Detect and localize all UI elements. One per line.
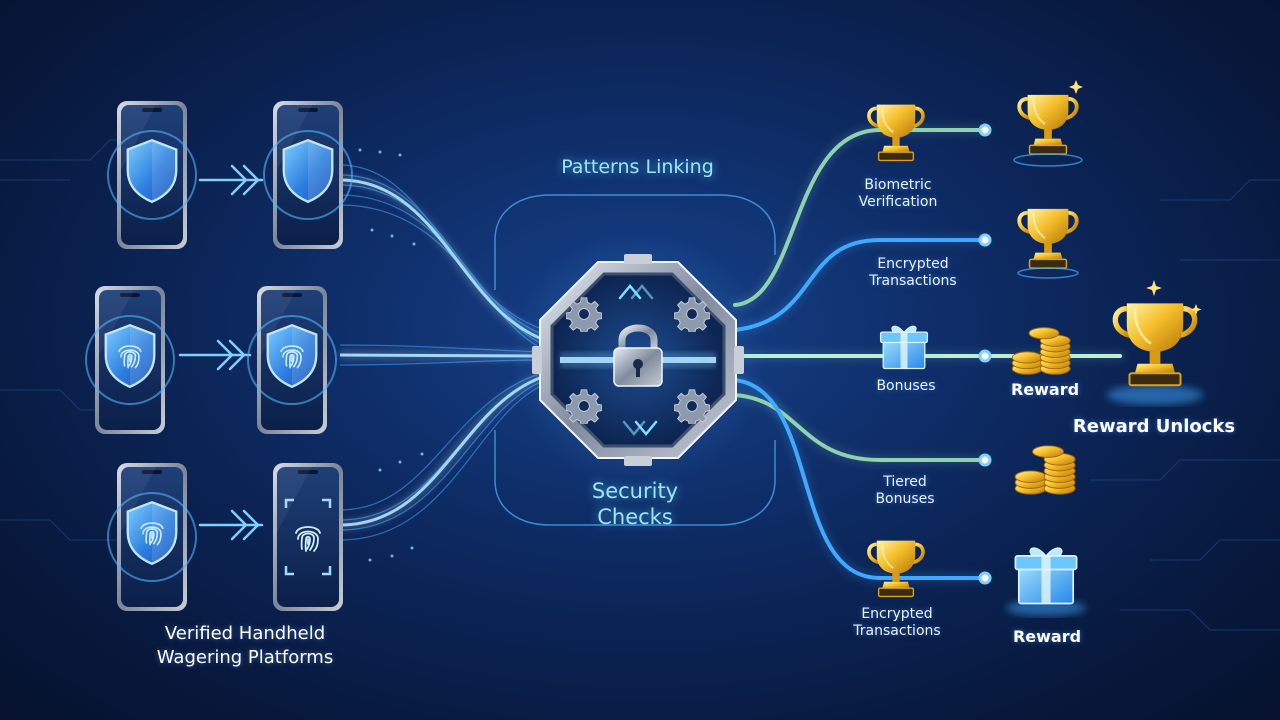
phone-source-3 bbox=[107, 463, 197, 611]
encrypted-bottom-line-1: Encrypted bbox=[861, 606, 933, 622]
circuit-background bbox=[0, 139, 1280, 631]
trophy-encrypted-bottom bbox=[867, 538, 925, 599]
biometric-verification-label: Biometric Verification bbox=[848, 177, 948, 211]
tiered-line-2: Bonuses bbox=[875, 491, 935, 507]
encrypted-top-line-1: Encrypted bbox=[877, 256, 949, 272]
security-hub bbox=[508, 230, 768, 490]
tiered-bonuses-label: Tiered Bonuses bbox=[855, 474, 955, 508]
coin-stack-icon bbox=[1011, 327, 1071, 375]
verified-platforms-label: Verified Handheld Wagering Platforms bbox=[125, 622, 365, 670]
phone-arrows bbox=[178, 164, 264, 541]
tiered-line-1: Tiered bbox=[883, 474, 927, 490]
reward-unlocks-label: Reward Unlocks bbox=[1072, 416, 1236, 437]
gear-icon bbox=[674, 297, 710, 332]
gift-box-icon bbox=[879, 325, 929, 370]
phone-source-2 bbox=[85, 286, 175, 434]
phone-verified-3 bbox=[273, 463, 343, 611]
phone-verified-2 bbox=[247, 286, 337, 434]
trophy-icon bbox=[1017, 92, 1079, 157]
phone-verified-1 bbox=[263, 101, 353, 249]
verified-line-1: Verified Handheld bbox=[164, 623, 326, 644]
trophy-top-right bbox=[1013, 80, 1083, 167]
encrypted-top-line-2: Transactions bbox=[869, 273, 957, 289]
biometric-line-1: Biometric bbox=[864, 177, 932, 193]
verified-line-2: Wagering Platforms bbox=[156, 647, 334, 668]
reward-bottom-label: Reward bbox=[1012, 627, 1082, 646]
scan-frame-icon bbox=[284, 498, 332, 576]
encrypted-transactions-bottom-label: Encrypted Transactions bbox=[842, 606, 952, 640]
patterns-linking-label: Patterns Linking bbox=[561, 156, 714, 178]
gear-icon bbox=[566, 389, 602, 424]
trophy-icon bbox=[1017, 206, 1079, 271]
trophy-encrypted bbox=[1017, 206, 1079, 279]
trophy-icon bbox=[1115, 303, 1194, 385]
hub-frame bbox=[494, 194, 776, 526]
security-checks-line-1: Security bbox=[591, 479, 679, 503]
bonuses-label: Bonuses bbox=[876, 378, 936, 394]
gear-icon bbox=[674, 389, 710, 424]
trophy-icon bbox=[867, 538, 925, 599]
security-checks-label: Security Checks bbox=[560, 478, 710, 530]
reward-coins-middle bbox=[1011, 327, 1071, 375]
biometric-line-2: Verification bbox=[858, 194, 938, 210]
encrypted-bottom-line-2: Transactions bbox=[853, 623, 941, 639]
gear-icon bbox=[566, 297, 602, 332]
gift-box-icon bbox=[1014, 547, 1078, 605]
phone-source-1 bbox=[107, 101, 197, 249]
reward-gift-bottom bbox=[1006, 547, 1086, 616]
encrypted-transactions-top-label: Encrypted Transactions bbox=[858, 256, 968, 290]
tiered-coins bbox=[1014, 445, 1076, 495]
grand-trophy bbox=[1107, 280, 1203, 405]
coin-stack-icon bbox=[1014, 445, 1076, 495]
reward-middle-label: Reward bbox=[1010, 380, 1080, 399]
bonus-gift bbox=[879, 325, 929, 370]
outbound-paths bbox=[730, 123, 1125, 585]
security-checks-line-2: Checks bbox=[597, 505, 673, 529]
